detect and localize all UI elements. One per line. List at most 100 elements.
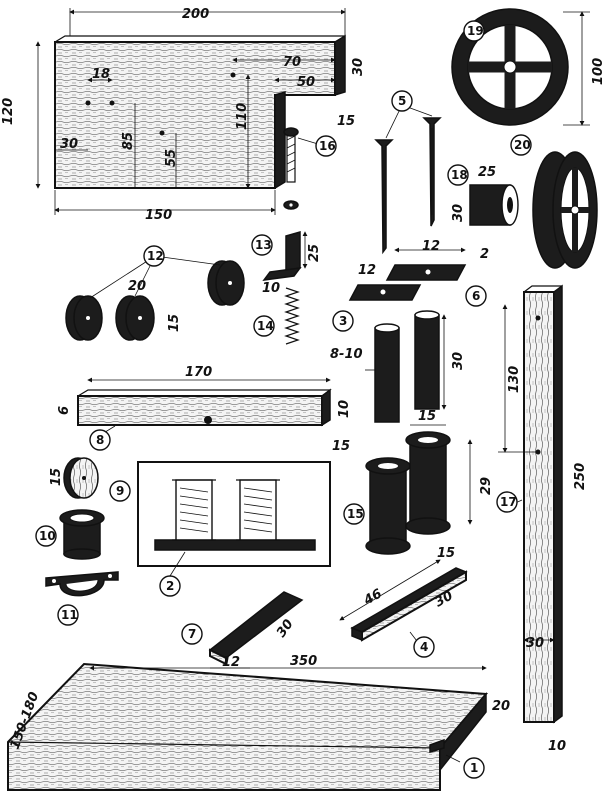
- board-7-length: 30: [274, 617, 297, 640]
- svg-text:14: 14: [257, 319, 274, 333]
- part-label-18: 18: [447, 164, 469, 186]
- board-8-left-height: 6: [57, 406, 72, 415]
- bracket-13-height: 25: [307, 244, 322, 262]
- part-label-9: 9: [109, 480, 131, 502]
- svg-text:15: 15: [347, 507, 364, 521]
- part-label-20: 20: [510, 134, 532, 156]
- board-8-thickness: 15: [332, 439, 350, 454]
- plate-6-thickness: 2: [480, 247, 489, 262]
- svg-text:2: 2: [166, 579, 174, 593]
- board-4-thickness: 15: [437, 546, 455, 561]
- plate-6-length: 12: [422, 239, 440, 254]
- bushing-18-diameter: 25: [478, 165, 496, 180]
- board-17-full-length: 250: [573, 463, 588, 490]
- top-board: 200 150 120 70 50 30 15 110 18 30 85 55: [1, 7, 366, 223]
- board-part-7: 12 30: [208, 591, 304, 670]
- svg-text:11: 11: [61, 608, 78, 622]
- wheel-19-diameter: 100: [591, 58, 606, 85]
- base-board-part-1: 350 150-180 20: [7, 654, 510, 791]
- svg-text:18: 18: [451, 168, 468, 182]
- board-part-8: 170 6 10 15: [57, 365, 352, 454]
- spools-part-12: 20 15: [65, 255, 245, 341]
- svg-text:13: 13: [255, 238, 272, 252]
- part-label-8: 8: [89, 429, 111, 451]
- part-label-17: 17: [496, 491, 518, 513]
- bolt-part-16: [283, 127, 319, 210]
- part-labels: 19 16 5 20 18 13 12 14 6 3 8 9 10 11 2 1…: [35, 20, 532, 779]
- top-board-bottom-length: 150: [145, 208, 172, 223]
- part-label-6: 6: [465, 285, 487, 307]
- part-label-15: 15: [343, 503, 365, 525]
- board-part-4: 46 30 15: [339, 546, 468, 646]
- board-17-thickness: 10: [548, 739, 566, 754]
- plate-6-width: 12: [358, 263, 376, 278]
- svg-text:9: 9: [116, 484, 124, 498]
- bushing-18-length: 30: [451, 204, 466, 222]
- part-label-19: 19: [463, 20, 485, 42]
- plates-part-6: 12 12 2: [348, 239, 489, 301]
- spool-12-width: 20: [128, 279, 146, 294]
- svg-text:6: 6: [472, 289, 480, 303]
- tubes-part-3: 30 8-10: [330, 310, 466, 423]
- hole-spacing-a: 18: [92, 67, 110, 82]
- svg-text:4: 4: [420, 640, 428, 654]
- hole-spacing-b: 30: [60, 137, 78, 152]
- top-board-length: 200: [182, 7, 209, 22]
- top-board-height: 120: [1, 98, 16, 125]
- tube-3-diameter: 8-10: [330, 347, 363, 362]
- part-label-1: 1: [463, 757, 485, 779]
- spool-12-diameter: 15: [167, 314, 182, 332]
- top-board-notch-height: 30: [351, 58, 366, 76]
- svg-text:8: 8: [96, 433, 104, 447]
- board-8-height: 10: [337, 400, 352, 418]
- board-17-width: 30: [526, 636, 544, 651]
- hole-spacing-c: 85: [121, 132, 136, 150]
- svg-text:16: 16: [319, 139, 336, 153]
- svg-text:19: 19: [467, 24, 484, 38]
- electromagnet-part-2: [137, 461, 331, 577]
- top-board-step-height: 110: [235, 103, 250, 130]
- svg-text:12: 12: [147, 249, 164, 263]
- svg-text:17: 17: [500, 495, 517, 509]
- top-board-thickness: 15: [337, 114, 355, 129]
- part-label-12: 12: [143, 245, 165, 267]
- svg-text:7: 7: [188, 627, 196, 641]
- spring-part-14: [284, 287, 300, 345]
- grommet-part-10: [59, 509, 105, 560]
- wheel-part-20: [532, 151, 598, 269]
- board-17-length: 130: [507, 366, 522, 393]
- part-label-16: 16: [315, 135, 337, 157]
- tube-3-length: 30: [451, 352, 466, 370]
- disc-part-9: 15: [49, 457, 99, 499]
- coil-15-height: 29: [479, 477, 494, 495]
- coils-part-15: 15 29: [365, 409, 494, 555]
- part-label-4: 4: [413, 636, 435, 658]
- svg-text:1: 1: [470, 761, 478, 775]
- base-board-thickness: 20: [492, 699, 510, 714]
- coil-15-diameter: 15: [418, 409, 436, 424]
- part-label-2: 2: [159, 575, 181, 597]
- part-label-14: 14: [253, 315, 275, 337]
- bushing-part-18: 25 30: [451, 165, 519, 226]
- disc-9-diameter: 15: [49, 468, 64, 486]
- vertical-board-part-17: 130 250 30 10: [498, 284, 588, 754]
- board-8-length: 170: [185, 365, 212, 380]
- part-label-10: 10: [35, 525, 57, 547]
- part-label-3: 3: [332, 310, 354, 332]
- bracket-part-13: 25 10: [262, 231, 322, 296]
- base-board-length: 350: [290, 654, 317, 669]
- part-label-13: 13: [251, 234, 273, 256]
- part-label-5: 5: [391, 90, 413, 112]
- svg-text:10: 10: [39, 529, 56, 543]
- svg-text:3: 3: [339, 314, 347, 328]
- svg-text:5: 5: [398, 94, 406, 108]
- part-label-11: 11: [57, 604, 79, 626]
- top-board-notch-depth: 50: [297, 75, 315, 90]
- clamp-part-11: [45, 571, 119, 597]
- top-board-notch-width: 70: [283, 55, 301, 70]
- bracket-13-width: 10: [262, 281, 280, 296]
- nails-part-5: [374, 104, 442, 255]
- svg-text:20: 20: [514, 138, 531, 152]
